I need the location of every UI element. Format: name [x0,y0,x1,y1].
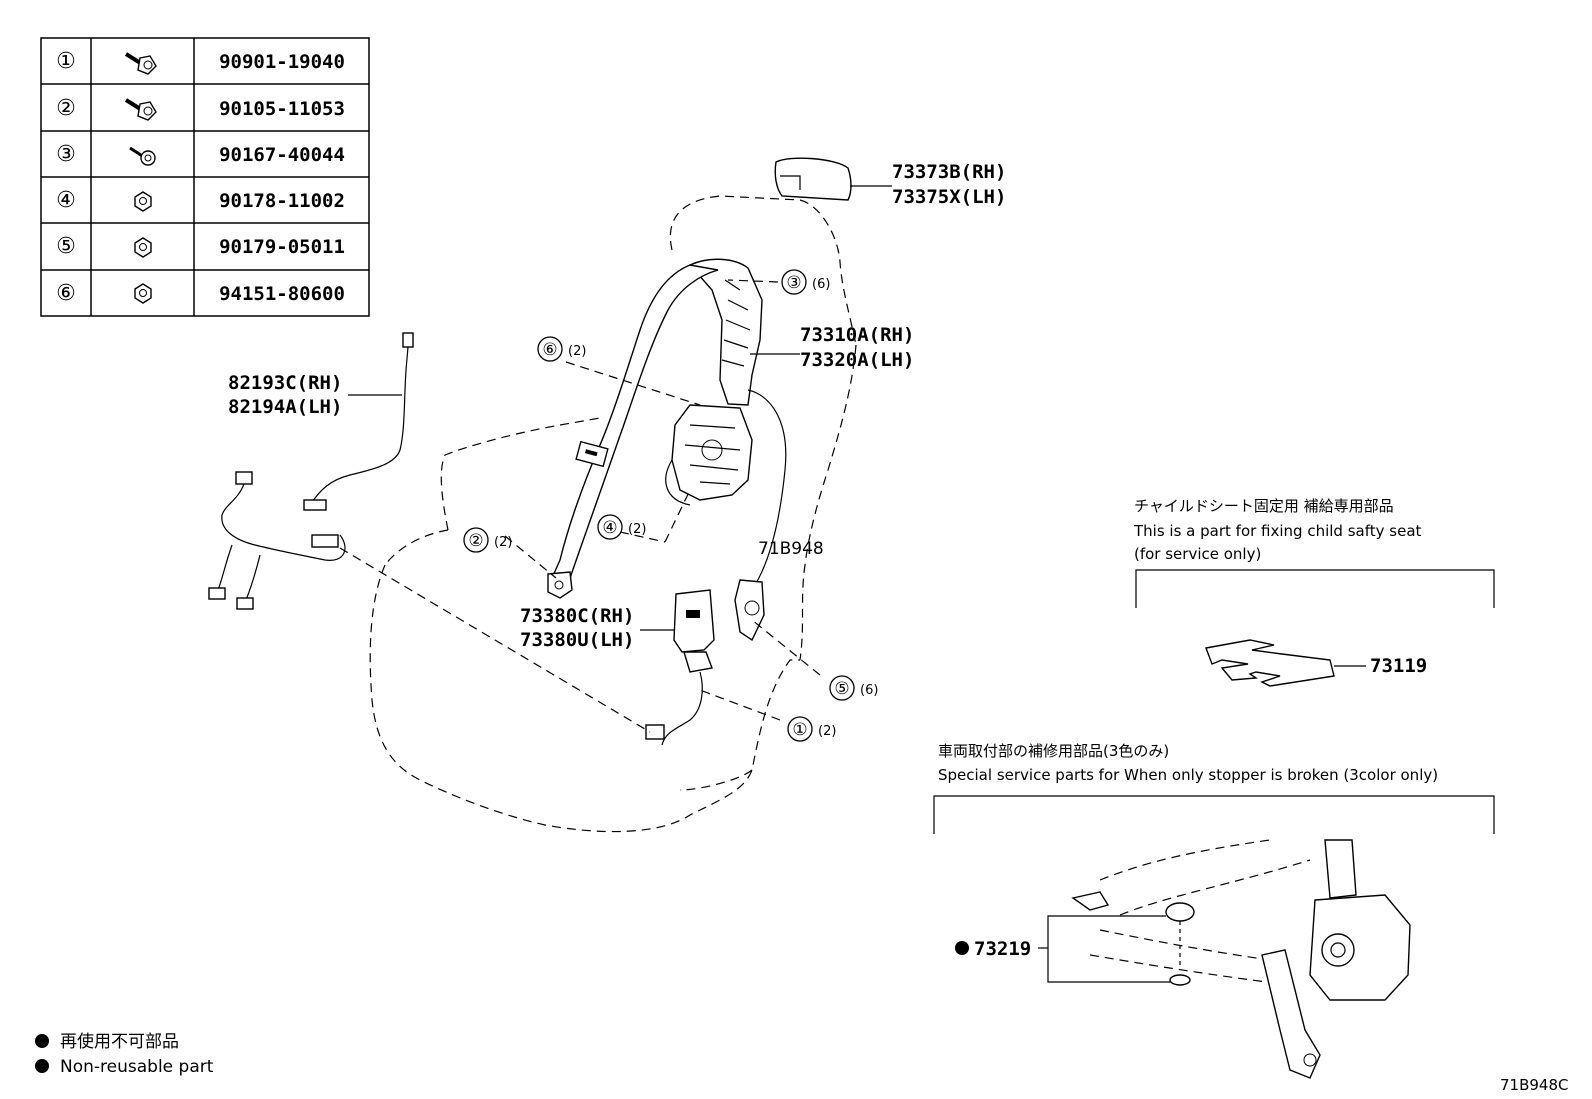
part-number: 90178-11002 [219,190,345,212]
harness-rh-label: 82193C(RH) [228,372,342,394]
buckle-rh-label: 73380C(RH) [520,605,634,627]
nut-icon [134,283,152,304]
callout-qty: (6) [860,683,878,698]
table-row: ⑥ 94151-80600 [56,281,345,306]
screw-icon [129,146,156,166]
callout: ④ (2) [597,514,646,540]
fastener-number: ⑥ [56,281,76,306]
child-seat-note-en-sub: (for service only) [1134,545,1261,563]
part-number: 90179-05011 [219,236,345,258]
seat-outline [369,195,857,833]
cover-rh-label: 73373B(RH) [892,161,1006,183]
belt-rh-label: 73310A(RH) [800,324,914,346]
fastener-number: ⑤ [56,234,76,259]
callout-qty: (2) [494,535,512,550]
part-number: 90105-11053 [219,98,345,120]
table-row: ③ 90167-40044 [56,142,345,167]
shoulder-anchor-cover [774,157,892,201]
buckle-lh-label: 73380U(LH) [520,629,634,651]
callout-number: ④ [602,518,617,538]
stopper-note-jp: 車両取付部の補修用部品(3色のみ) [938,742,1169,760]
callout: ③ (6) [781,269,830,295]
stopper-section: 車両取付部の補修用部品(3色のみ) Special service parts … [933,742,1495,1079]
fastener-table: ① 90901-19040 ② 90105-11053 ③ [40,37,370,317]
callout: ⑥ (2) [537,336,586,362]
table-row: ② 90105-11053 [56,96,345,121]
child-seat-note-jp: チャイルドシート固定用 補給専用部品 [1134,497,1394,515]
part-number: 94151-80600 [219,283,345,305]
part-number: 90167-40044 [219,144,345,166]
belt-lh-label: 73320A(LH) [800,349,914,371]
callout-number: ② [468,531,483,551]
fastener-number: ③ [56,142,76,167]
callout: ② (2) [463,527,512,553]
child-seat-section: チャイルドシート固定用 補給専用部品 This is a part for fi… [1133,497,1495,687]
callout-number: ⑥ [542,340,557,360]
nut-icon [134,191,152,212]
table-row: ① 90901-19040 [56,49,345,75]
table-row: ⑤ 90179-05011 [56,234,345,259]
child-seat-part-label: 73119 [1370,655,1427,677]
bolt-icon [124,52,157,75]
legend-en: Non-reusable part [60,1057,214,1077]
fastener-number: ① [56,49,76,74]
bolt-icon [124,98,157,121]
stopper-part-label: 73219 [974,938,1031,960]
stopper-note-en: Special service parts for When only stop… [938,766,1438,784]
table-row: ④ 90178-11002 [56,188,345,213]
callout-qty: (6) [812,277,830,292]
nut-icon [134,237,152,258]
non-reusable-bullet-icon [35,1059,49,1073]
child-seat-note-en: This is a part for fixing child safty se… [1133,522,1422,540]
wire-harness [208,332,414,610]
callout-number: ⑤ [834,679,849,699]
leader-lines [339,279,821,733]
callout: ① (2) [787,716,836,742]
part-number: 90901-19040 [219,51,345,73]
callout-qty: (2) [568,344,586,359]
callout-qty: (2) [628,522,646,537]
cover-lh-label: 73375X(LH) [892,186,1006,208]
legend: 再使用不可部品 Non-reusable part [35,1031,214,1077]
fastener-number: ② [56,96,76,121]
seat-belt-assembly [547,258,787,642]
seat-belt-buckle [640,589,715,746]
figure-ref: 71B948C [1500,1076,1568,1094]
non-reusable-bullet-icon [35,1034,49,1048]
callout: ⑤ (6) [829,675,878,701]
harness-lh-label: 82194A(LH) [228,396,342,418]
legend-jp: 再使用不可部品 [60,1031,179,1052]
fastener-number: ④ [56,188,76,213]
center-ref-label: 71B948 [758,539,824,559]
callout-number: ③ [786,273,801,293]
callout-number: ① [792,720,807,740]
callout-qty: (2) [818,724,836,739]
